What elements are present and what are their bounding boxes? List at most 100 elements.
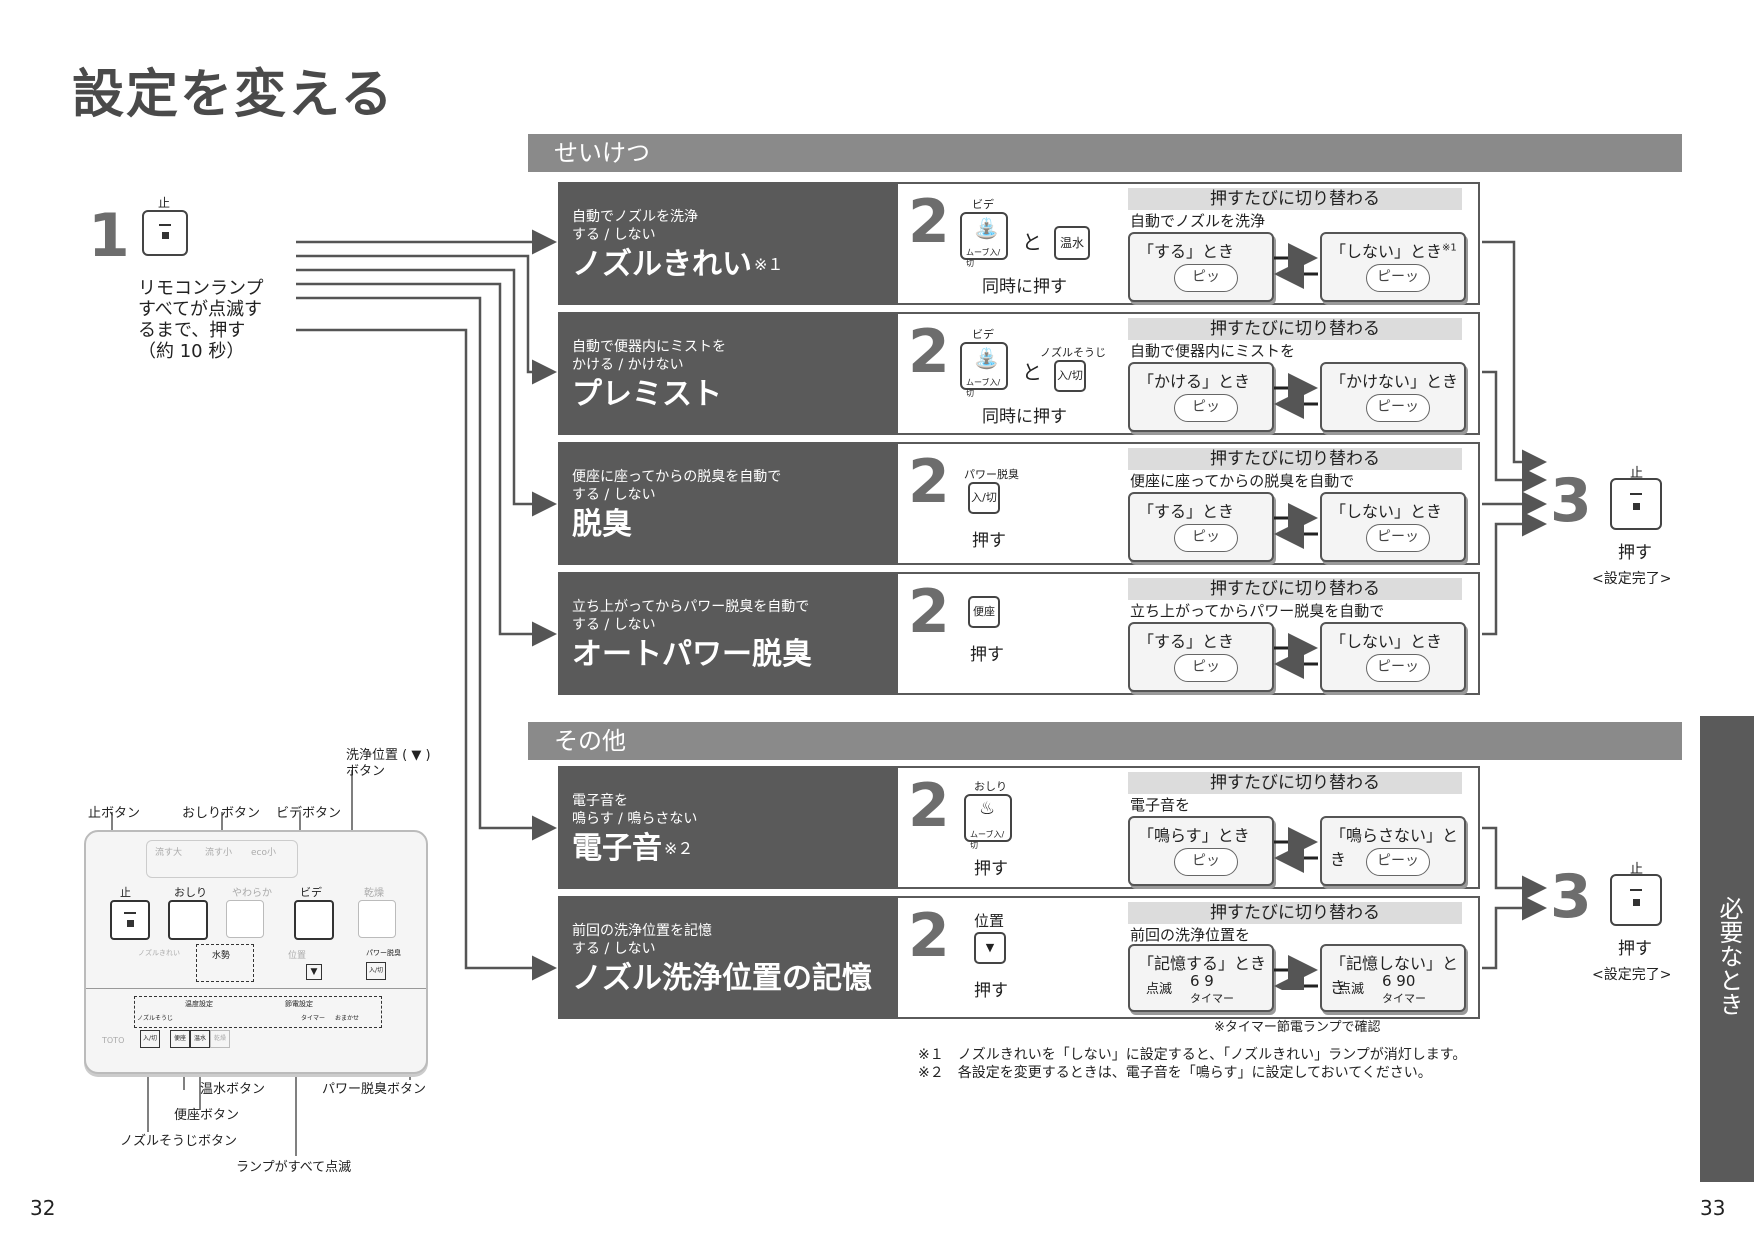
power-dasshu-button[interactable]: 入/切: [968, 482, 1000, 514]
beep-bubble: ピッ: [1174, 394, 1238, 422]
btn-label: ビデ: [972, 198, 994, 211]
btn-label: 位置: [974, 912, 1005, 930]
toggle-desc: 自動でノズルを洗浄: [1130, 212, 1266, 230]
step-2-number: 2: [908, 577, 950, 647]
row-title-block: 便座に座ってからの脱臭を自動で する / しない 脱臭: [558, 442, 898, 565]
push-label: 押す: [974, 859, 1008, 879]
section-seiketsu: せいけつ: [528, 134, 1682, 172]
page-number-left: 32: [30, 1196, 56, 1220]
toggle-head: 押すたびに切り替わる: [1128, 902, 1462, 924]
option-off: 「しない」ときピーッ: [1320, 492, 1466, 562]
option-on: 「かける」ときピッ: [1128, 362, 1274, 432]
oshiri-button[interactable]: ♨ ムーブ入/切: [964, 794, 1012, 850]
remote-kanso-button[interactable]: [358, 900, 396, 938]
toggle-head: 押すたびに切り替わる: [1128, 318, 1462, 340]
bide-icon: ⛲: [974, 216, 999, 240]
beep-bubble: ピーッ: [1366, 524, 1430, 552]
stop-button[interactable]: [1610, 478, 1662, 530]
remote-position-down-button[interactable]: ▼: [306, 964, 322, 980]
remote-kanso-small-button[interactable]: 乾燥: [210, 1030, 230, 1048]
step-2-number: 2: [908, 317, 950, 387]
row-title-block: 自動で便器内にミストを かける / かけない プレミスト: [558, 312, 898, 435]
callout-onsui: 温水ボタン: [200, 1082, 266, 1097]
callout-nozzle: ノズルそうじボタン: [120, 1134, 238, 1149]
page-number-right: 33: [1700, 1196, 1726, 1220]
row-title: ノズル洗浄位置の記憶: [572, 961, 872, 996]
row-title: 脱臭: [572, 507, 632, 542]
side-tab: 必要なとき: [1700, 716, 1754, 1182]
push-label: 押す: [974, 981, 1008, 1001]
row-title-block: 前回の洗浄位置を記憶 する / しない ノズル洗浄位置の記憶: [558, 896, 898, 1019]
remote-onsui-button[interactable]: 温水: [190, 1030, 210, 1048]
remote-yawaraka-button[interactable]: [226, 900, 264, 938]
toggle-desc: 電子音を: [1130, 796, 1191, 814]
push-together-label: 同時に押す: [982, 277, 1067, 297]
benza-button[interactable]: 便座: [968, 596, 1000, 628]
toggle-head: 押すたびに切り替わる: [1128, 772, 1462, 794]
callout-stop: 止ボタン: [88, 806, 141, 821]
blink-sequence: 6 9: [1190, 972, 1214, 990]
remote-stop-button[interactable]: [110, 900, 150, 940]
bide-icon: ⛲: [974, 346, 999, 370]
remote-oshiri-button[interactable]: [168, 900, 208, 940]
beep-bubble: ピーッ: [1366, 848, 1430, 876]
beep-bubble: ピーッ: [1366, 264, 1430, 292]
option-off: 「しない」ときピーッ: [1320, 622, 1466, 692]
push-label: 押す: [1618, 543, 1652, 563]
and-label: と: [1022, 360, 1042, 384]
toggle-head: 押すたびに切り替わる: [1128, 578, 1462, 600]
step-2-number: 2: [908, 447, 950, 517]
push-together-label: 同時に押す: [982, 407, 1067, 427]
callout-power: パワー脱臭ボタン: [322, 1082, 427, 1097]
option-on: 「する」ときピッ: [1128, 232, 1274, 302]
row-title-block: 自動でノズルを洗浄 する / しない ノズルきれい※１: [558, 182, 898, 305]
blink-sequence: 6 90: [1382, 972, 1416, 990]
option-on: 「する」ときピッ: [1128, 492, 1274, 562]
toggle-arrows: [1274, 243, 1318, 990]
section-sonota: その他: [528, 722, 1682, 760]
nozzle-souji-button[interactable]: 入/切: [1054, 360, 1086, 392]
beep-bubble: ピッ: [1174, 264, 1238, 292]
bide-button[interactable]: ⛲ ムーブ入/切: [960, 342, 1008, 398]
option-off: 「かけない」ときピーッ: [1320, 362, 1466, 432]
page-title: 設定を変える: [72, 65, 395, 125]
push-label: 押す: [970, 645, 1004, 665]
beep-bubble: ピッ: [1174, 654, 1238, 682]
step1-instruction: リモコンランプ すべてが点滅す るまで、押す （約 10 秒）: [138, 278, 264, 362]
btn-label: パワー脱臭: [964, 468, 1019, 481]
lamp-group: 温度設定 節電設定 ノズルそうじ タイマー おまかせ: [134, 996, 382, 1028]
row-title-block: 立ち上がってからパワー脱臭を自動で する / しない オートパワー脱臭: [558, 572, 898, 695]
step-2-number: 2: [908, 771, 950, 841]
remote-benza-button[interactable]: 便座: [170, 1030, 190, 1048]
and-label: と: [1022, 230, 1042, 254]
toggle-desc: 便座に座ってからの脱臭を自動で: [1130, 472, 1355, 490]
row-title-block: 電子音を 鳴らす / 鳴らさない 電子音※２: [558, 766, 898, 889]
option-on: 「記憶する」とき 点滅 6 9 タイマー: [1128, 944, 1274, 1012]
timer-note: ※タイマー節電ランプで確認: [1214, 1020, 1381, 1035]
water-pressure-indicator: [196, 944, 254, 982]
step1-stop-label: 止: [158, 196, 171, 210]
remote-bide-button[interactable]: [294, 900, 334, 940]
toggle-desc: 前回の洗浄位置を: [1130, 926, 1251, 944]
remote-nozzle-souji-button[interactable]: 入/切: [140, 1030, 160, 1048]
footnotes: ※１ ノズルきれいを「しない」に設定すると、「ノズルきれい」ランプが消灯します。…: [918, 1047, 1467, 1081]
stop-button[interactable]: [142, 210, 188, 256]
stop-button[interactable]: [1610, 874, 1662, 926]
remote-power-dasshu-button[interactable]: 入/切: [366, 962, 386, 980]
callout-position-button: 洗浄位置 ( ▼ ) ボタン: [346, 748, 431, 779]
option-off: 「鳴らさない」ときピーッ: [1320, 816, 1466, 886]
row-title: ノズルきれい: [572, 247, 752, 282]
callout-benza: 便座ボタン: [174, 1108, 240, 1123]
callout-lamp: ランプがすべて点滅: [236, 1160, 352, 1175]
onsui-button[interactable]: 温水: [1054, 226, 1090, 260]
btn-label: ノズルそうじ: [1040, 346, 1106, 359]
beep-bubble: ピッ: [1174, 848, 1238, 876]
step-3-number: 3: [1550, 862, 1592, 932]
bide-button[interactable]: ⛲ ムーブ入/切: [960, 212, 1008, 268]
beep-bubble: ピッ: [1174, 524, 1238, 552]
step-2-number: 2: [908, 187, 950, 257]
step-2-number: 2: [908, 901, 950, 971]
position-down-button[interactable]: ▼: [974, 932, 1006, 964]
